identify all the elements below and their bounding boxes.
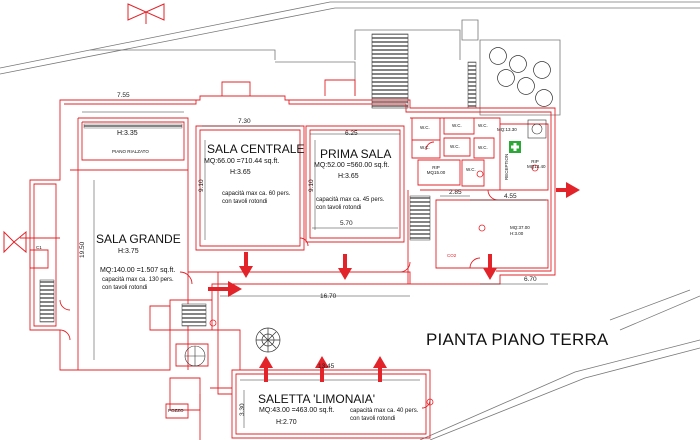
- prima-sala-area: MQ:52.00 =560.00 sq.ft.: [314, 162, 390, 169]
- sala-grande-capacity-note: con tavoli rotondi: [102, 285, 148, 291]
- sala-centrale-area: MQ:66.00 =710.44 sq.ft.: [204, 158, 280, 165]
- top-vent-symbol: [127, 3, 165, 24]
- exit-arrow: [315, 356, 329, 382]
- trees: [489, 47, 553, 107]
- sala-centrale-name: SALA CENTRALE: [207, 142, 305, 156]
- prima-sala-width-dim: 6.25: [345, 130, 358, 137]
- sala-grande-upper-height: H:3.35: [117, 130, 138, 137]
- exit-arrow: [373, 356, 387, 382]
- limonaia-name: SALETTA 'LIMONAIA': [258, 392, 376, 406]
- wc-label-4: W.C.: [450, 144, 460, 149]
- stairs-left: [39, 279, 55, 323]
- exit-arrow: [483, 254, 497, 280]
- sala-centrale-side-dim: 9.10: [198, 179, 205, 192]
- exit-arrow: [556, 182, 580, 198]
- limonaia-capacity: capacità max ca. 40 pers.: [350, 408, 419, 414]
- wc-label-2: W.C.: [420, 145, 430, 150]
- sala-grande-side-dim: 19.50: [79, 241, 86, 258]
- left-vent-symbol: [3, 230, 27, 254]
- prima-sala-bottom-dim: 5.70: [340, 220, 353, 227]
- limonaia-width-dim: 13.45: [318, 363, 335, 370]
- prima-sala-side-dim: 9.10: [308, 179, 315, 192]
- spiral-stair: [255, 327, 281, 353]
- exit-arrow: [338, 254, 352, 280]
- rip-area-2: RIP MQ15.00: [426, 165, 446, 175]
- sala-grande-name: SALA GRANDE: [96, 232, 181, 246]
- reception-dim-a: 2.85: [449, 189, 462, 196]
- reception-dim-c: 6.70: [524, 276, 537, 283]
- stairs-top: [371, 33, 409, 109]
- exit-arrows: [208, 182, 580, 382]
- wc-label-7: W.C.: [478, 123, 488, 128]
- co2-label: CO2: [447, 253, 457, 258]
- limonaia-side-dim: 3.30: [239, 403, 246, 416]
- prima-sala-capacity: capacità max ca. 45 pers.: [316, 197, 385, 203]
- wc-label-6: W.C.: [466, 167, 476, 172]
- first-aid-icon: [509, 141, 521, 153]
- sala-centrale-height: H:3.65: [230, 169, 251, 176]
- wc-label-3: W.C.: [452, 123, 462, 128]
- reception-dim-b: 4.55: [504, 193, 517, 200]
- sala-centrale-width-dim: 7.30: [238, 118, 251, 125]
- wc-label-5: W.C.: [478, 145, 488, 150]
- exit-arrow: [259, 356, 273, 382]
- stairs-grande: [83, 123, 183, 129]
- service-markers: [209, 164, 539, 406]
- exit-arrow: [239, 252, 253, 278]
- reception-room-height: H:3.00: [510, 231, 524, 236]
- prima-sala-height: H:3.65: [338, 173, 359, 180]
- limonaia-area: MQ:43.00 =463.00 sq.ft.: [259, 407, 335, 414]
- sala-centrale-capacity-note: con tavoli rotondi: [222, 199, 268, 205]
- sala-grande-height: H:3.75: [118, 248, 139, 255]
- corridor-length-dim: 16.70: [320, 293, 337, 300]
- spiral-stair-small: [184, 345, 206, 367]
- reception-area-top: MQ:13.30: [497, 127, 517, 132]
- prima-sala-name: PRIMA SALA: [320, 147, 392, 161]
- plan-title: PIANTA PIANO TERRA: [426, 330, 609, 349]
- wc-label-1: W.C.: [420, 125, 430, 130]
- sala-grande-capacity: capacità max ca. 130 pers.: [102, 277, 174, 283]
- pozzo-label: POZZO: [168, 408, 184, 413]
- sala-grande-floor-note: PIANO RIALZATO: [112, 149, 149, 154]
- reception-room-area: MQ:37.00: [510, 225, 530, 230]
- stairs-top-right: [467, 61, 477, 109]
- prima-sala-capacity-note: con tavoli rotondi: [316, 205, 362, 211]
- rip-area: RIP MQ13.40: [527, 159, 546, 169]
- stairs-right-wing: [409, 195, 431, 241]
- walls: [20, 79, 556, 440]
- reception-desk: [527, 119, 547, 139]
- limonaia-height: H:2.70: [276, 419, 297, 426]
- exit-arrow: [208, 281, 242, 297]
- sala-grande-width-dim: 7.55: [117, 92, 130, 99]
- c1-label: C1: [36, 245, 42, 250]
- sala-centrale-capacity: capacità max ca. 60 pers.: [222, 191, 291, 197]
- limonaia-capacity-note: con tavoli rotondi: [350, 416, 396, 422]
- reception-label: RECEPTION: [504, 153, 509, 180]
- sala-grande-area: MQ:140.00 =1.507 sq.ft.: [100, 267, 176, 274]
- dimension-lines: [82, 111, 548, 428]
- stairs-lower: [181, 303, 207, 327]
